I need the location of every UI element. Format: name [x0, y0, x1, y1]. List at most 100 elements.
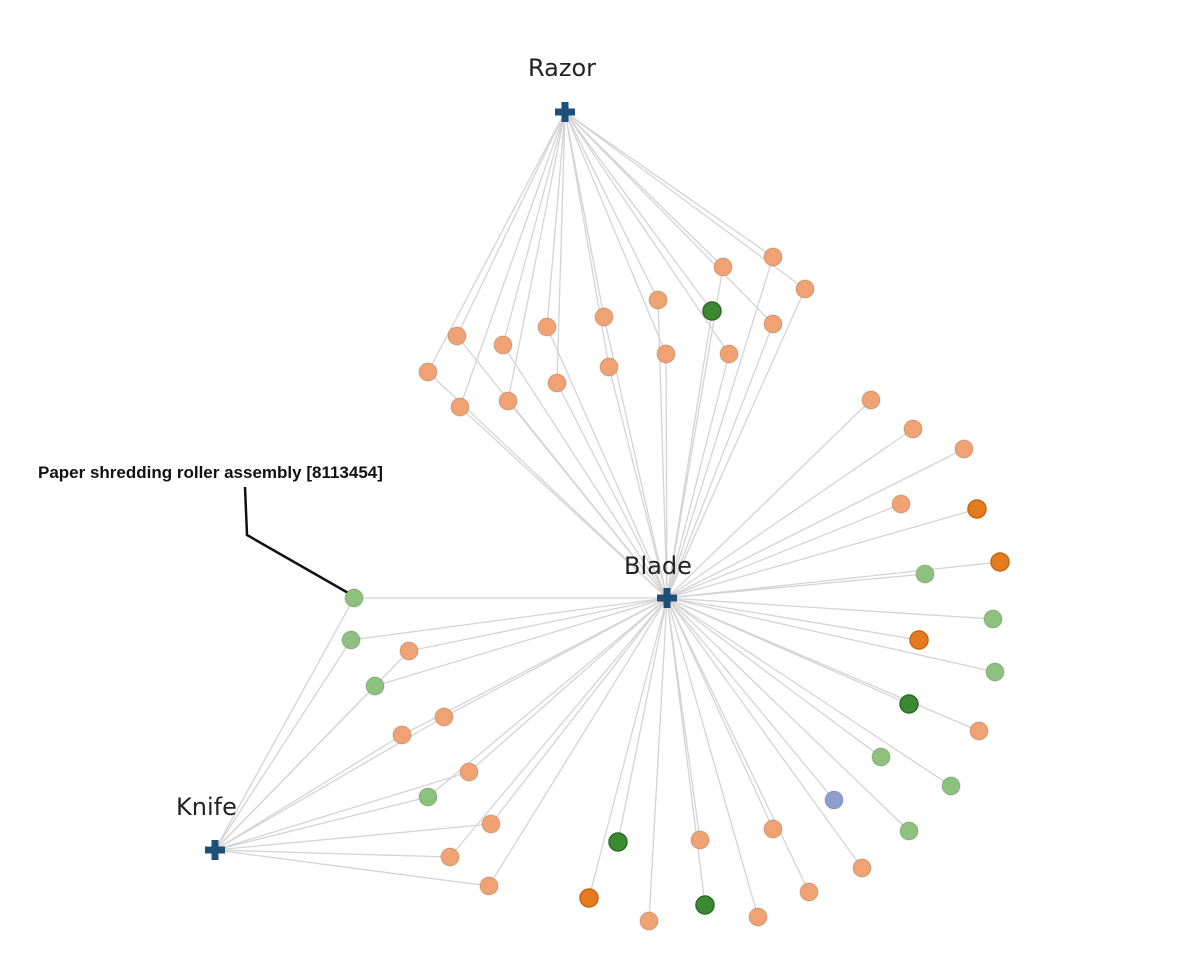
edge [507, 111, 566, 402]
edge [488, 597, 668, 887]
node-peach[interactable] [481, 814, 501, 834]
hub-plus-icon-blade[interactable] [657, 588, 677, 608]
node-peach[interactable] [648, 290, 668, 310]
edge [666, 597, 863, 869]
edge [468, 597, 668, 773]
node-peach[interactable] [639, 911, 659, 931]
edge [608, 366, 668, 599]
node-peach[interactable] [969, 721, 989, 741]
edge [214, 849, 451, 858]
hub-plus-icon-knife[interactable] [205, 840, 225, 860]
node-peach[interactable] [795, 279, 815, 299]
node-blue[interactable] [824, 790, 844, 810]
node-dark-orange[interactable] [990, 552, 1010, 572]
node-dark-orange[interactable] [579, 888, 599, 908]
node-peach[interactable] [903, 419, 923, 439]
node-light-green[interactable] [341, 630, 361, 650]
edge [564, 111, 713, 312]
node-light-green[interactable] [985, 662, 1005, 682]
node-peach[interactable] [493, 335, 513, 355]
edge [666, 597, 920, 641]
node-peach[interactable] [479, 876, 499, 896]
edge [666, 597, 810, 893]
edge [666, 503, 902, 599]
node-dark-orange[interactable] [909, 630, 929, 650]
edge [214, 796, 429, 851]
node-peach[interactable] [690, 830, 710, 850]
edge [666, 597, 882, 758]
node-peach[interactable] [852, 858, 872, 878]
edge [666, 561, 1001, 599]
edge [214, 823, 492, 851]
edge [666, 597, 774, 830]
node-light-green[interactable] [915, 564, 935, 584]
node-peach[interactable] [392, 725, 412, 745]
node-light-green[interactable] [983, 609, 1003, 629]
annotation-callout: Paper shredding roller assembly [8113454… [38, 463, 383, 596]
edge [666, 428, 914, 599]
edge [456, 111, 566, 337]
node-light-green[interactable] [871, 747, 891, 767]
edge [459, 111, 566, 408]
edge [666, 266, 724, 599]
node-peach[interactable] [547, 373, 567, 393]
node-peach[interactable] [799, 882, 819, 902]
node-peach[interactable] [594, 307, 614, 327]
edge [556, 111, 566, 384]
node-peach[interactable] [891, 494, 911, 514]
node-peach[interactable] [763, 819, 783, 839]
edge [666, 399, 872, 599]
node-peach[interactable] [656, 344, 676, 364]
node-peach[interactable] [399, 641, 419, 661]
node-peach[interactable] [434, 707, 454, 727]
edge [556, 382, 668, 599]
node-dark-green[interactable] [702, 301, 722, 321]
edge [666, 597, 835, 801]
node-light-green[interactable] [418, 787, 438, 807]
hub-plus-icon-razor[interactable] [555, 102, 575, 122]
node-dark-green[interactable] [608, 832, 628, 852]
edge [502, 111, 566, 346]
hub-label-knife: Knife [176, 793, 237, 821]
node-peach[interactable] [748, 907, 768, 927]
node-peach[interactable] [599, 357, 619, 377]
edge [588, 597, 668, 899]
edge [564, 111, 724, 268]
edge [502, 344, 668, 599]
node-peach[interactable] [763, 247, 783, 267]
edge [507, 400, 668, 599]
node-light-green[interactable] [941, 776, 961, 796]
edge [564, 111, 659, 301]
node-peach[interactable] [447, 326, 467, 346]
node-peach[interactable] [713, 257, 733, 277]
edge [666, 597, 994, 620]
edge [648, 597, 668, 922]
node-dark-orange[interactable] [967, 499, 987, 519]
node-dark-green[interactable] [695, 895, 715, 915]
edge [374, 597, 668, 687]
node-peach[interactable] [861, 390, 881, 410]
edge [214, 597, 355, 851]
node-peach[interactable] [954, 439, 974, 459]
edge [564, 111, 774, 325]
edges [214, 111, 1001, 922]
edge [214, 685, 376, 851]
node-light-green[interactable] [899, 821, 919, 841]
annotation-label: Paper shredding roller assembly [8113454… [38, 463, 383, 482]
node-peach[interactable] [450, 397, 470, 417]
edge [449, 597, 668, 858]
node-peach[interactable] [719, 344, 739, 364]
node-peach[interactable] [459, 762, 479, 782]
node-peach[interactable] [418, 362, 438, 382]
edge [666, 597, 952, 787]
node-light-green[interactable] [344, 588, 364, 608]
node-light-green[interactable] [365, 676, 385, 696]
edge [666, 508, 978, 599]
node-peach[interactable] [537, 317, 557, 337]
edge [214, 849, 490, 887]
node-peach[interactable] [440, 847, 460, 867]
node-peach[interactable] [498, 391, 518, 411]
node-peach[interactable] [763, 314, 783, 334]
node-dark-green[interactable] [899, 694, 919, 714]
edge [666, 597, 980, 732]
